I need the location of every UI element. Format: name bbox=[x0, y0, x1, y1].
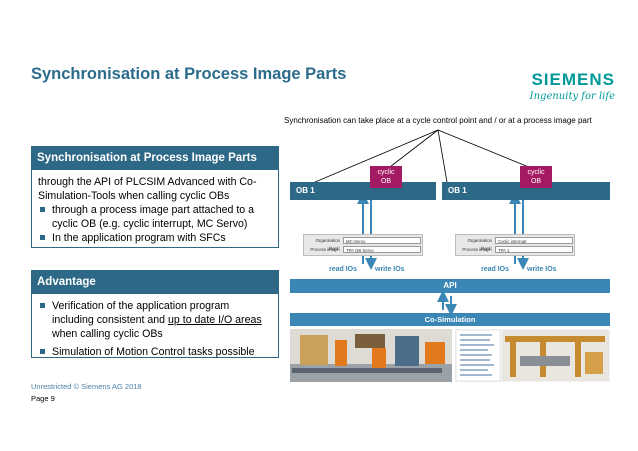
advantage-bullet-1: Verification of the application program … bbox=[38, 299, 272, 341]
sync-bullet-2: In the application program with SFCs bbox=[38, 231, 272, 245]
advantage-bullet-1-post: when calling cyclic OBs bbox=[52, 328, 163, 340]
cyclic-ob-left-line2: OB bbox=[380, 178, 392, 185]
advantage-bullet-2: Simulation of Motion Control tasks possi… bbox=[38, 345, 272, 359]
fan-lines bbox=[300, 129, 537, 189]
diagram-note: Synchronisation can take place at a cycl… bbox=[284, 116, 592, 125]
advantage-bullet-1-underlined: up to date I/O areas bbox=[168, 314, 262, 326]
process-image-form-left: Organisation block: MC-Servo Process ima… bbox=[303, 234, 423, 256]
write-ios-left: write IOs bbox=[375, 266, 405, 273]
read-ios-left: read IOs bbox=[329, 266, 358, 273]
cyclic-ob-right-line2: OB bbox=[530, 178, 542, 185]
logo-wordmark: SIEMENS bbox=[531, 70, 615, 89]
cyclic-ob-left-line1: cyclic bbox=[377, 169, 395, 176]
form-right-label-1: Organisation block: bbox=[467, 238, 492, 251]
api-bar: API bbox=[290, 279, 610, 293]
cyclic-ob-right-line1: cyclic bbox=[527, 169, 545, 176]
advantage-box-header: Advantage bbox=[31, 270, 279, 294]
form-right-ob-field: Cyclic interrupt bbox=[495, 237, 573, 244]
form-right-pi-field: TPA 1 bbox=[495, 246, 573, 253]
advantage-bullet-1-pre: Verification of the application program … bbox=[52, 300, 230, 326]
read-ios-right: read IOs bbox=[481, 266, 510, 273]
co-simulation-bar: Co-Simulation bbox=[290, 313, 610, 326]
sync-bullet-1: through a process image part attached to… bbox=[38, 203, 272, 231]
advantage-box-body: Verification of the application program … bbox=[31, 294, 279, 358]
form-right-label-2: Process image: bbox=[462, 247, 492, 252]
sync-box-intro: through the API of PLCSIM Advanced with … bbox=[38, 176, 257, 202]
logo-tagline: Ingenuity for life bbox=[529, 91, 615, 102]
cosim-3d-right-image bbox=[455, 329, 610, 382]
ob1-left: OB 1 bbox=[290, 182, 436, 200]
sync-box-body: through the API of PLCSIM Advanced with … bbox=[31, 170, 279, 248]
write-ios-right: write IOs bbox=[527, 266, 557, 273]
form-left-label-1: Organisation block: bbox=[315, 238, 340, 251]
cosim-3d-left-image bbox=[290, 329, 452, 382]
form-left-pi-field: TPA OB Servo bbox=[343, 246, 421, 253]
cyclic-ob-right: cyclic OB bbox=[520, 166, 552, 188]
page-title: Synchronisation at Process Image Parts bbox=[31, 65, 347, 83]
form-left-label-2: Process image: bbox=[310, 247, 340, 252]
footer-page: Page 9 bbox=[31, 394, 55, 403]
form-left-ob-field: MC-Servo bbox=[343, 237, 421, 244]
process-image-form-right: Organisation block: Cyclic interrupt Pro… bbox=[455, 234, 575, 256]
siemens-logo: SIEMENS Ingenuity for life bbox=[505, 70, 615, 102]
sync-box-header: Synchronisation at Process Image Parts bbox=[31, 146, 279, 170]
footer-classification: Unrestricted © Siemens AG 2018 bbox=[31, 382, 142, 391]
cyclic-ob-left: cyclic OB bbox=[370, 166, 402, 188]
ob1-right: OB 1 bbox=[442, 182, 610, 200]
